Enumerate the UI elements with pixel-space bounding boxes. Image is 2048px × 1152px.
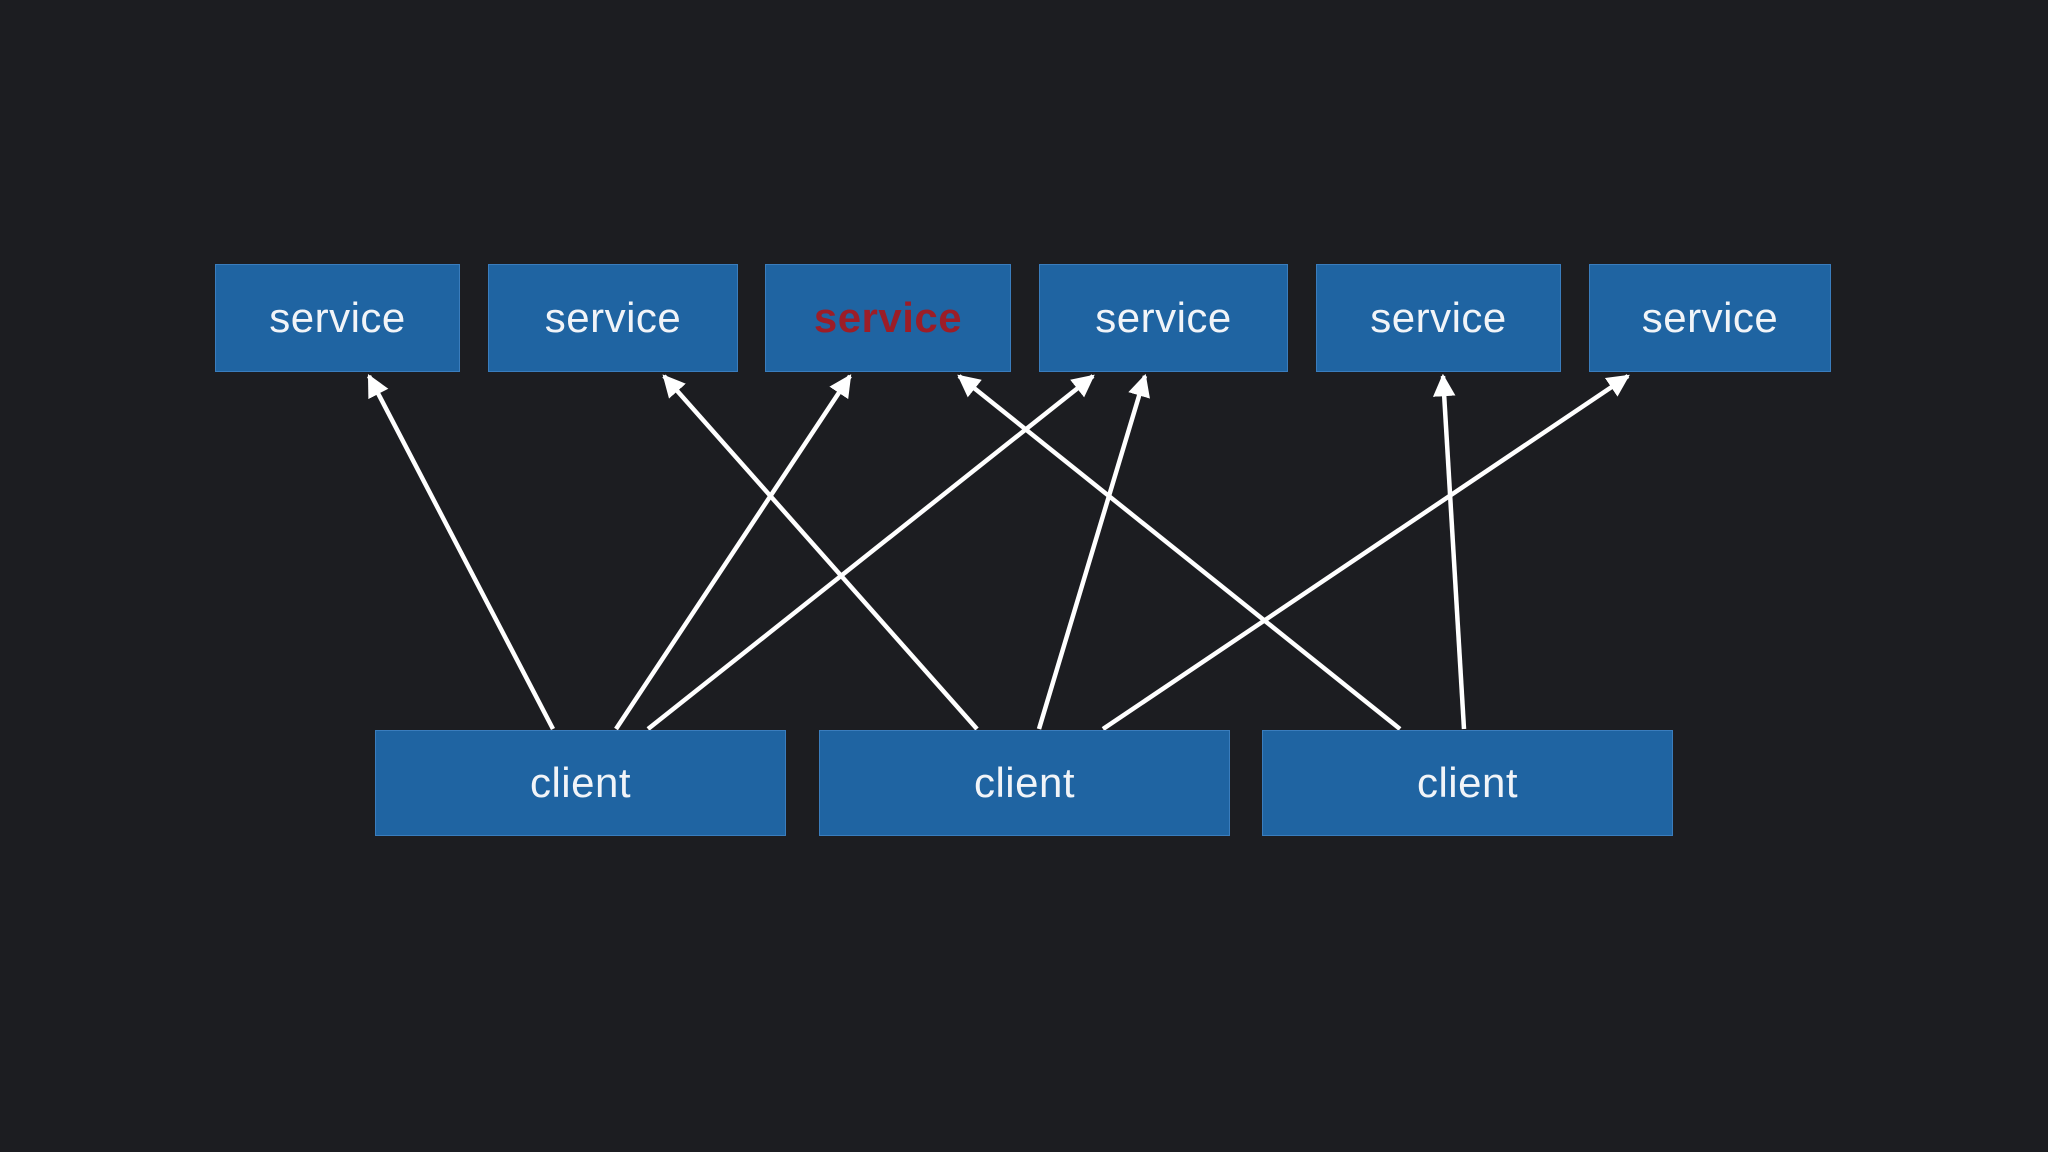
arrow-client1-to-service3	[614, 374, 852, 731]
service-box-1: service	[215, 264, 460, 372]
service-box-6: service	[1589, 264, 1831, 372]
client-box-3: client	[1262, 730, 1673, 836]
service-label: service	[1095, 294, 1232, 341]
service-label: service	[544, 294, 682, 341]
arrow-client1-to-service1	[367, 374, 555, 731]
arrow-client3-to-service3	[957, 374, 1402, 731]
service-label: service	[269, 294, 406, 341]
service-label: service	[1370, 294, 1507, 341]
arrow-client2-to-service6	[1101, 374, 1630, 731]
arrow-client3-to-service5	[1432, 373, 1467, 730]
service-label: service	[1641, 294, 1779, 341]
service-label-highlighted: service	[813, 294, 963, 341]
client-label: client	[529, 759, 632, 806]
client-box-1: client	[375, 730, 786, 836]
arrow-client1-to-service4	[646, 374, 1095, 731]
service-box-2: service	[488, 264, 738, 372]
arrow-client2-to-service2	[662, 374, 979, 731]
arrow-client2-to-service4	[1036, 373, 1150, 730]
client-box-2: client	[819, 730, 1230, 836]
service-box-3-highlighted: service	[765, 264, 1011, 372]
client-label: client	[1416, 759, 1519, 806]
service-box-4: service	[1039, 264, 1288, 372]
service-box-5: service	[1316, 264, 1561, 372]
client-label: client	[973, 759, 1076, 806]
